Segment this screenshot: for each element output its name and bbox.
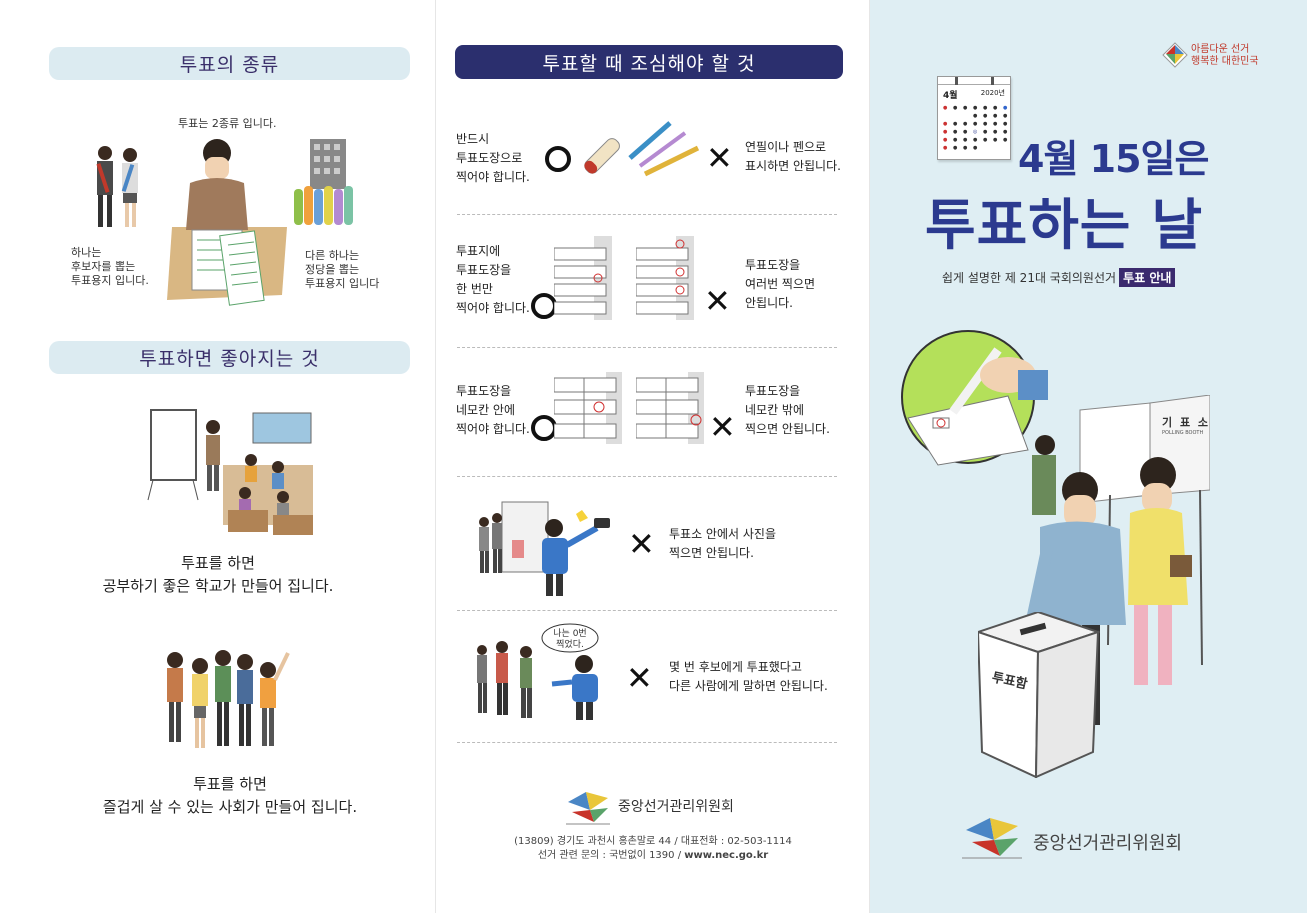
subtitle: 쉽게 설명한 제 21대 국회의원선거 투표 안내 <box>942 268 1176 287</box>
nec-logo-icon <box>566 792 610 825</box>
wrong-mark-icon: ✕ <box>626 659 653 697</box>
ballot-box-icon <box>978 612 1100 778</box>
stamp-outside-box-illustration <box>636 372 704 444</box>
booth-label-en: POLLING BOOTH <box>1162 430 1204 436</box>
stamp-and-pens-illustration <box>584 121 700 177</box>
org-address: (13809) 경기도 과천시 홍촌말로 44 / 대표전화 : 02-503-… <box>514 836 792 847</box>
section-title-vote-types: 투표의 종류 <box>49 47 410 80</box>
wrong-mark-icon: ✕ <box>628 525 655 563</box>
calendar-month: 4월 <box>943 91 958 101</box>
telling-others-illustration <box>477 623 599 720</box>
party-crowd-illustration <box>294 139 353 225</box>
polling-booth-scene-illustration <box>1026 395 1210 725</box>
wrong-mark-icon: ✕ <box>709 408 736 446</box>
subtitle-text: 쉽게 설명한 제 21대 국회의원선거 <box>942 271 1117 285</box>
correct-mark-icon <box>545 146 571 172</box>
divider <box>457 742 837 743</box>
slogan-logo-icon <box>1162 42 1188 68</box>
ballot-stamped-multiple-illustration <box>636 236 694 320</box>
headline-main: 투표하는 날 <box>925 193 1204 257</box>
wrong-mark-icon: ✕ <box>706 139 733 177</box>
divider <box>457 610 837 611</box>
calendar-grid: ●●●●●●● ●●●● ●●●●●●● ●●●◎●●● ●●●●●●● ●●●… <box>943 105 1008 151</box>
section-title-benefits: 투표하면 좋아지는 것 <box>49 341 410 374</box>
stamping-closeup-illustration <box>901 330 1048 466</box>
divider <box>457 476 837 477</box>
classroom-illustration <box>147 409 313 535</box>
org-name: 중앙선거관리위원회 <box>618 799 734 815</box>
wrong-mark-icon: ✕ <box>704 282 731 320</box>
divider <box>457 214 837 215</box>
booth-label: 기 표 소 <box>1162 416 1211 429</box>
voter-with-ballots-illustration <box>167 139 287 306</box>
divider <box>457 347 837 348</box>
website-link[interactable]: www.nec.go.kr <box>684 850 769 861</box>
happy-crowd-illustration <box>167 650 290 748</box>
types-caption: 투표는 2종류 입니다. <box>178 117 277 130</box>
photo-in-booth-illustration <box>479 501 610 596</box>
candidates-illustration <box>96 146 138 227</box>
org-name-cover: 중앙선거관리위원회 <box>1033 833 1183 854</box>
calendar-year: 2020년 <box>980 89 1005 97</box>
subtitle-tag: 투표 안내 <box>1119 268 1176 287</box>
nec-logo-icon <box>962 818 1022 859</box>
ballot-stamped-once-illustration <box>554 236 612 320</box>
inquiry-line: 선거 관련 문의 : 국번없이 1390 / www.nec.go.kr <box>537 850 769 861</box>
calendar-icon: 4월 2020년 ●●●●●●● ●●●● ●●●●●●● ●●●◎●●● ●●… <box>937 76 1011 160</box>
section-title-cautions: 투표할 때 조심해야 할 것 <box>455 45 843 79</box>
stamp-inside-box-illustration <box>554 372 622 444</box>
headline-date: 4월 15일은 <box>1018 137 1209 181</box>
